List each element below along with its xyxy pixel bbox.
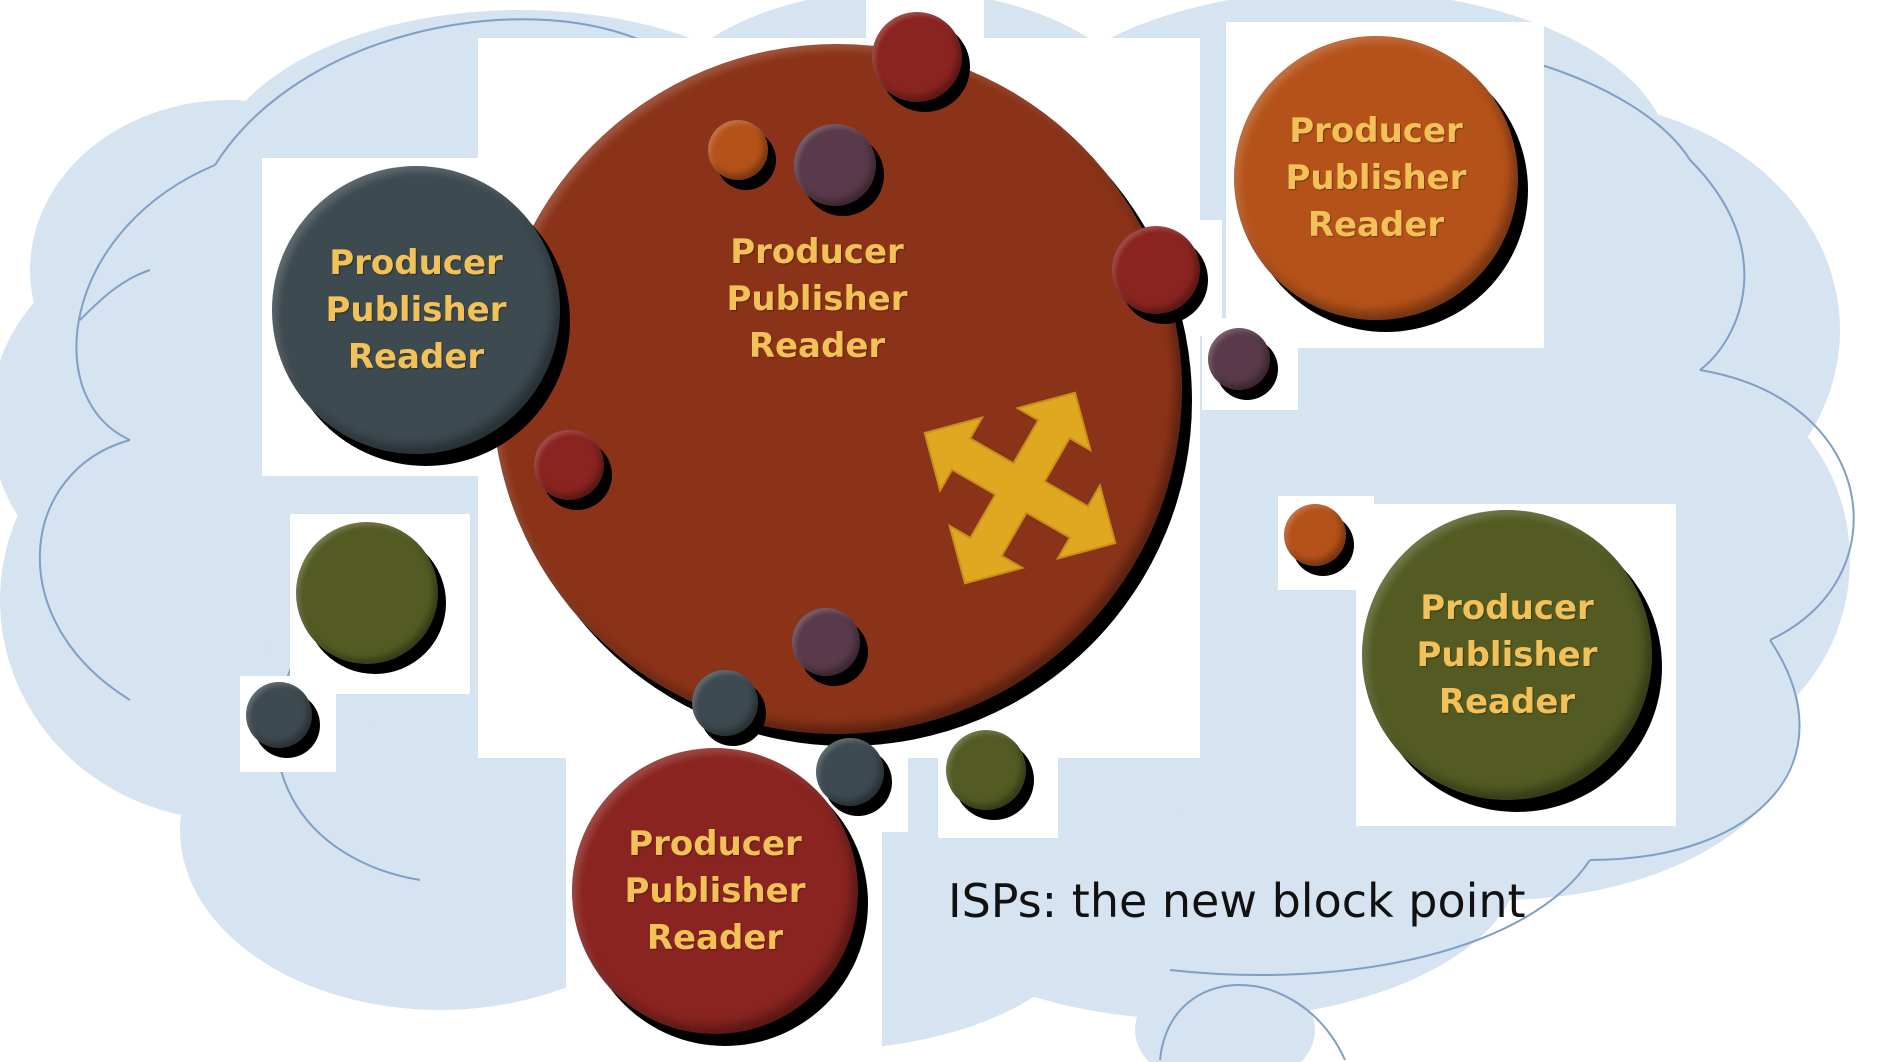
expand-arrows-icon — [923, 391, 1117, 585]
satellite-dot — [296, 522, 438, 664]
satellite-dot — [708, 120, 768, 180]
satellite-dot — [946, 730, 1026, 810]
diagram-caption: ISPs: the new block point — [948, 874, 1526, 928]
satellite-dot — [534, 430, 604, 500]
satellite-dot — [872, 12, 962, 102]
satellite-dot — [1284, 504, 1346, 566]
satellite-dot — [246, 682, 312, 748]
satellite-dot — [794, 124, 876, 206]
satellite-dot — [792, 608, 860, 676]
satellite-dot — [1112, 226, 1200, 314]
satellite-dot — [692, 670, 758, 736]
satellite-dot — [1208, 328, 1270, 390]
satellite-dot — [816, 738, 884, 806]
